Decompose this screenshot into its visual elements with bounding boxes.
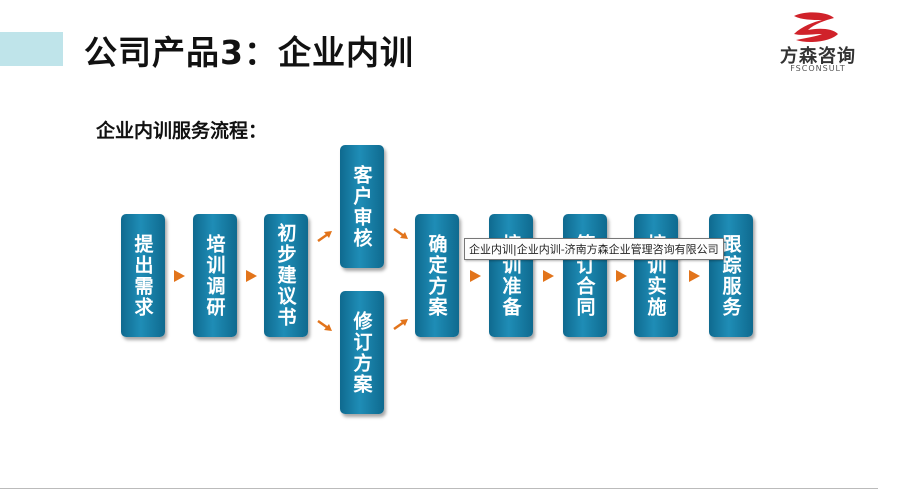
flow-arrow-right-icon	[470, 270, 481, 282]
flow-node-label: 跟踪服务	[719, 233, 742, 318]
flow-arrow-right-icon	[543, 270, 554, 282]
flow-arrow-right-icon	[689, 270, 700, 282]
section-subtitle: 企业内训服务流程：	[96, 120, 268, 142]
flow-node-label: 提出需求	[131, 233, 154, 318]
flow-node-training-implementation: 培训实施	[634, 214, 678, 337]
flow-arrow-right-icon	[174, 270, 185, 282]
flow-node-label: 客户审核	[350, 164, 373, 249]
flow-arrow-right-icon	[616, 270, 627, 282]
logo-subtext: FSCONSULT	[790, 64, 846, 73]
flow-node-raise-requirement: 提出需求	[121, 214, 165, 337]
flow-node-label: 初步建议书	[274, 223, 297, 328]
flow-arrow-up-right-icon	[393, 319, 408, 330]
flow-node-training-prep: 培训准备	[489, 214, 533, 337]
flow-node-confirm-plan: 确定方案	[415, 214, 459, 337]
flow-node-follow-up-service: 跟踪服务	[709, 214, 753, 337]
bottom-divider	[0, 488, 878, 489]
flow-arrow-right-icon	[246, 270, 257, 282]
flow-node-revise-plan: 修订方案	[340, 291, 384, 414]
page-title: 公司产品3：企业内训	[84, 33, 414, 72]
title-accent-bar	[0, 32, 63, 66]
flow-node-label: 修订方案	[350, 310, 373, 395]
logo-name: 方森咨询	[780, 46, 856, 67]
image-tooltip: 企业内训|企业内训-济南方森企业管理咨询有限公司	[464, 238, 724, 260]
logo-mark-icon	[794, 12, 838, 42]
flow-node-label: 培训调研	[203, 233, 226, 318]
flow-node-training-research: 培训调研	[193, 214, 237, 337]
flow-node-client-review: 客户审核	[340, 145, 384, 268]
flow-node-initial-proposal: 初步建议书	[264, 214, 308, 337]
flow-arrow-down-right-icon	[393, 228, 408, 239]
flow-node-label: 确定方案	[425, 233, 448, 318]
flow-arrow-down-right-icon	[317, 320, 332, 331]
flow-arrow-up-right-icon	[317, 231, 332, 242]
flow-node-sign-contract: 签订合同	[563, 214, 607, 337]
company-logo: 方森咨询 FSCONSULT	[770, 10, 866, 74]
